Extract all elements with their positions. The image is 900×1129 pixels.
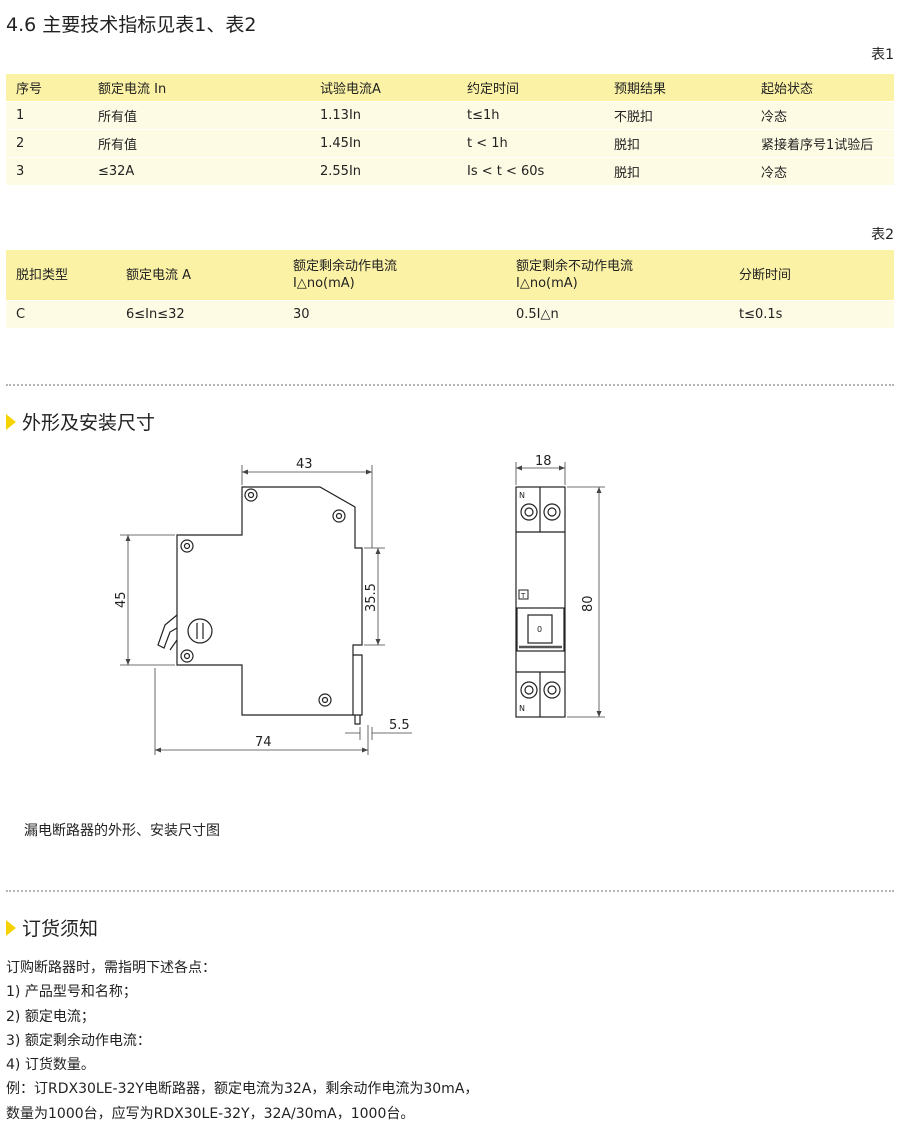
outline-heading-text: 外形及安装尺寸 [22,412,156,434]
front-label-n-top: N [519,491,525,500]
test-button-label: T [520,592,526,600]
ordering-line: 数量为1000台，应写为RDX30LE-32Y，32A/30mA，1000台。 [6,1105,415,1122]
table2-label: 表2 [871,227,894,243]
spec-heading: 4.6 主要技术指标见表1、表2 [6,14,257,36]
outline-section-heading: 外形及安装尺寸 [6,408,155,435]
table1-cell: 3 [6,157,88,185]
table1-cell: 脱扣 [604,129,751,158]
table1-cell: t < 1h [457,129,604,158]
ordering-line: 4) 订货数量。 [6,1057,95,1074]
section-marker-icon [6,413,16,430]
table2-cell: t≤0.1s [729,300,894,328]
table1-cell: 1.45In [310,129,457,158]
spec-table-1: 序号 额定电流 In 试验电流A 约定时间 预期结果 起始状态 1 所有值 1.… [6,74,894,185]
table1-cell: 所有值 [88,129,310,158]
table1-cell: 1.13In [310,101,457,130]
table1-header-cell: 起始状态 [751,74,894,102]
switch-mark: 0 [537,625,542,634]
table2-cell: C [6,300,116,328]
table1-cell: 所有值 [88,101,310,130]
table2-header-cell: 脱扣类型 [6,250,116,301]
drawing-caption: 漏电断路器的外形、安装尺寸图 [24,823,220,839]
table2-header-cell: 分断时间 [729,250,894,301]
side-view-outline [176,486,363,716]
table1-cell: 2.55In [310,157,457,185]
table1-cell: 1 [6,101,88,130]
table1-header-cell: 试验电流A [310,74,457,102]
dim-height-right: 35.5 [364,583,379,612]
table1-header-cell: 预期结果 [604,74,751,102]
table1-header-cell: 额定电流 In [88,74,310,102]
ordering-section-heading: 订货须知 [6,914,98,941]
table1-cell: ≤32A [88,157,310,185]
table2-cell: 6≤In≤32 [116,300,283,328]
table2-cell: 0.5I△n [506,300,729,328]
dim-width-top: 43 [296,457,313,472]
table-row: C 6≤In≤32 30 0.5I△n t≤0.1s [6,300,894,328]
table2-cell: 30 [283,300,506,328]
table-row: 3 ≤32A 2.55In Is < t < 60s 脱扣 冷态 [6,157,894,185]
table2-header-cell: 额定电流 A [116,250,283,301]
table1-label: 表1 [871,47,894,63]
ordering-line: 订购断路器时，需指明下述各点： [6,960,216,976]
dim-rail: 5.5 [389,718,410,733]
table1-header-row: 序号 额定电流 In 试验电流A 约定时间 预期结果 起始状态 [6,74,894,102]
table1-cell: 紧接着序号1试验后 [751,129,894,158]
table1-cell: 脱扣 [604,157,751,185]
dim-front-height: 80 [581,595,596,612]
section-marker-icon [6,919,16,936]
dim-height-left: 45 [114,591,129,608]
table1-header-cell: 约定时间 [457,74,604,102]
table1-cell: t≤1h [457,101,604,130]
table1-cell: Is < t < 60s [457,157,604,185]
ordering-heading-text: 订货须知 [22,918,99,940]
table-row: 2 所有值 1.45In t < 1h 脱扣 紧接着序号1试验后 [6,129,894,158]
section-divider [6,890,894,892]
ordering-line: 3) 额定剩余动作电流： [6,1032,151,1049]
ordering-notes: 订购断路器时，需指明下述各点： 1) 产品型号和名称； 2) 额定电流； 3) … [6,956,478,1126]
front-label-n-bottom: N [519,704,525,713]
dim-front-width: 18 [535,454,552,469]
ordering-line: 2) 额定电流； [6,1008,95,1025]
table1-cell: 冷态 [751,157,894,185]
table1-cell: 冷态 [751,101,894,130]
dim-width-bottom: 74 [255,735,272,750]
ordering-line: 例：订RDX30LE-32Y电断路器，额定电流为32A，剩余动作电流为30mA， [6,1081,479,1098]
dimension-drawing: 43 45 35.5 74 5.5 18 80 N N T 0 [114,454,605,755]
table1-cell: 不脱扣 [604,101,751,130]
table1-header-cell: 序号 [6,74,88,102]
section-divider [6,384,894,386]
table1-cell: 2 [6,129,88,158]
table-row: 1 所有值 1.13In t≤1h 不脱扣 冷态 [6,101,894,130]
ordering-line: 1) 产品型号和名称； [6,984,137,1001]
